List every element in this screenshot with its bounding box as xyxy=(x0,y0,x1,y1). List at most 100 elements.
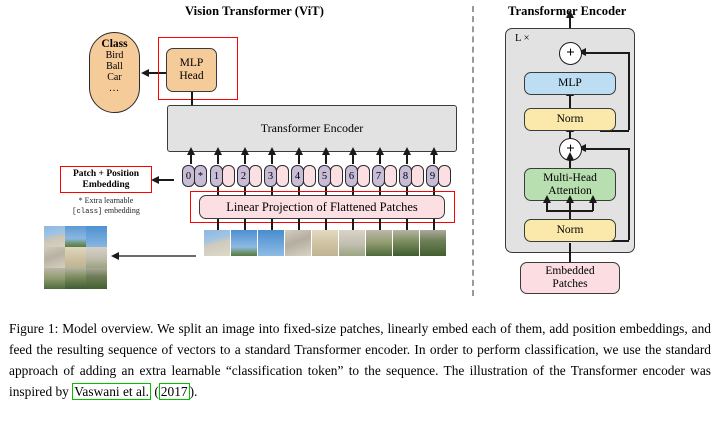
token-0: 0 * xyxy=(182,165,207,187)
token-5: 5 xyxy=(318,165,343,187)
caption-text-end: ). xyxy=(189,384,198,399)
patch-thumb-1 xyxy=(204,230,230,256)
norm-block-bottom: Norm xyxy=(524,219,616,242)
proj-line-8 xyxy=(406,187,408,199)
transformer-encoder-block: Transformer Encoder xyxy=(167,105,457,152)
proj-line-5 xyxy=(325,187,327,199)
citation-year-link[interactable]: 2017 xyxy=(158,383,190,400)
residual-add-1: + xyxy=(559,42,582,65)
patch-thumb-8 xyxy=(393,230,419,256)
token-arrow-4 xyxy=(298,154,300,164)
token-arrow-6 xyxy=(352,154,354,164)
patch-line-8 xyxy=(406,219,408,231)
patch-line-3 xyxy=(271,219,273,231)
citation-author-link[interactable]: Vaswani et al. xyxy=(72,383,151,400)
mha-to-add-arrow xyxy=(569,159,571,171)
class-output-pill: Class Bird Ball Car ... xyxy=(89,32,140,113)
source-image-grid xyxy=(44,226,107,289)
proj-line-7 xyxy=(379,187,381,199)
class-item-ball: Ball xyxy=(106,61,123,72)
encoder-repeat-label: L × xyxy=(515,33,530,44)
class-item-car: Car xyxy=(107,72,122,83)
norm-top-label: Norm xyxy=(556,113,584,126)
class-item-bird: Bird xyxy=(105,50,124,61)
linear-projection-highlight-box xyxy=(190,191,455,223)
patch-thumb-5 xyxy=(312,230,338,256)
token-7: 7 xyxy=(372,165,397,187)
caption-text-main: Figure 1: Model overview. We split an im… xyxy=(9,321,711,399)
patch-line-1 xyxy=(217,219,219,231)
patch-position-embedding-label: Patch + Position Embedding xyxy=(60,166,152,193)
source-patch-5 xyxy=(86,247,107,268)
token-arrow-0 xyxy=(190,154,192,164)
mlp-head-highlight-box xyxy=(158,37,238,100)
token-4-number: 4 xyxy=(291,165,304,187)
source-patch-6 xyxy=(44,268,65,289)
token-3: 3 xyxy=(264,165,289,187)
token-arrow-1 xyxy=(217,154,219,164)
multi-head-attention-block: Multi-Head Attention xyxy=(524,168,616,201)
mlp-head-line2: Head xyxy=(179,70,204,82)
plus-symbol-1: + xyxy=(566,45,575,61)
mlp-to-add-arrow xyxy=(569,95,571,109)
extra-note-tail: embedding xyxy=(102,205,140,215)
patch-thumb-3 xyxy=(258,230,284,256)
token-6: 6 xyxy=(345,165,370,187)
qkv-arrow-v xyxy=(592,202,594,211)
proj-line-6 xyxy=(352,187,354,199)
token-4-embedding xyxy=(303,165,316,187)
residual-1-bottom xyxy=(600,130,629,132)
panel-divider xyxy=(472,6,474,296)
residual-1-arrowhead xyxy=(578,48,586,56)
transformer-encoder-label: Transformer Encoder xyxy=(260,121,364,135)
patch-line-6 xyxy=(352,219,354,231)
linear-projection-label: Linear Projection of Flattened Patches xyxy=(226,199,418,214)
left-panel-title: Vision Transformer (ViT) xyxy=(185,4,324,18)
norm-bottom-label: Norm xyxy=(556,224,584,237)
residual-2-bottom xyxy=(600,240,629,242)
mha-line1: Multi-Head xyxy=(543,172,597,184)
token-5-embedding xyxy=(330,165,343,187)
residual-2-arrowhead xyxy=(578,144,586,152)
source-patch-0 xyxy=(44,226,65,247)
norm-to-qkv-line xyxy=(569,210,571,220)
proj-line-4 xyxy=(298,187,300,199)
embedded-to-norm-line xyxy=(569,243,572,263)
proj-line-3 xyxy=(271,187,273,199)
figure-caption: Figure 1: Model overview. We split an im… xyxy=(9,318,711,402)
mlp-encoder-connector xyxy=(191,92,193,106)
patch-position-line2: Embedding xyxy=(82,179,130,190)
token-arrow-3 xyxy=(271,154,273,164)
extra-learnable-note: * Extra learnable [class] embedding xyxy=(52,196,160,217)
token-9: 9 xyxy=(426,165,451,187)
proj-line-9 xyxy=(433,187,435,199)
qkv-arrow-k xyxy=(569,202,571,211)
token-1-embedding xyxy=(222,165,235,187)
patch-line-5 xyxy=(325,219,327,231)
patch-thumb-7 xyxy=(366,230,392,256)
proj-line-1 xyxy=(217,187,219,199)
source-patch-8 xyxy=(86,268,107,289)
mlp-head-line1: MLP xyxy=(179,57,204,69)
source-patch-1 xyxy=(65,226,86,247)
token-1: 1 xyxy=(210,165,235,187)
embedded-patches-line2: Patches xyxy=(552,278,588,290)
embedded-patches-block: Embedded Patches xyxy=(520,262,620,294)
embedded-patches-line1: Embedded xyxy=(545,265,595,277)
class-ellipsis: ... xyxy=(109,83,120,94)
mlp-block-label: MLP xyxy=(558,77,582,90)
extra-note-line1: * Extra learnable xyxy=(78,196,134,205)
patch-thumb-9 xyxy=(420,230,446,256)
class-label: Class xyxy=(101,38,128,50)
linear-projection-block: Linear Projection of Flattened Patches xyxy=(199,195,445,219)
residual-2-vertical xyxy=(628,148,630,240)
token-arrow-8 xyxy=(406,154,408,164)
plus-symbol-2: + xyxy=(566,141,575,157)
token-7-embedding xyxy=(384,165,397,187)
norm-to-mlp-arrow xyxy=(569,131,571,143)
patch-line-4 xyxy=(298,219,300,231)
caption-paren-open: ( xyxy=(150,384,159,399)
patch-thumb-2 xyxy=(231,230,257,256)
patch-position-line1: Patch + Position xyxy=(72,168,140,179)
patch-line-9 xyxy=(433,219,435,231)
